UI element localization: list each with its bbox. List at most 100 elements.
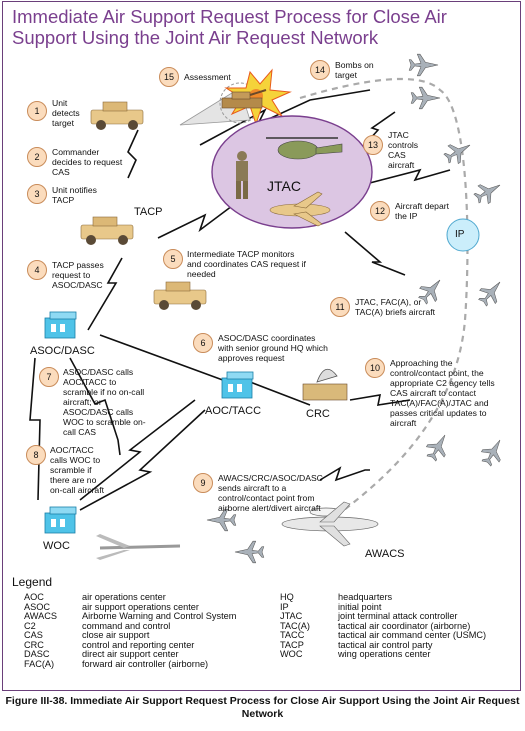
building-icon xyxy=(221,371,254,399)
helicopter-icon xyxy=(266,137,343,160)
step-number: 2 xyxy=(27,147,47,167)
legend-abbr: IP xyxy=(280,601,289,612)
step-text: TACP passes request to ASOC/DASC xyxy=(52,260,104,290)
humvee-icon xyxy=(90,101,144,131)
legend-abbr: AOC xyxy=(24,592,44,602)
legend-meaning: tactical air coordinator (airborne) xyxy=(338,620,471,631)
step-number: 14 xyxy=(310,60,330,80)
jtac-ellipse xyxy=(211,115,373,229)
step-text: ASOC/DASC coordinates with senior ground… xyxy=(218,333,328,363)
step-text: AOC/TACC calls WOC to scramble if there … xyxy=(50,445,104,495)
step-text: Unit notifies TACP xyxy=(52,185,97,205)
legend-abbr: JTAC xyxy=(280,611,303,621)
legend-entry: ASOC air support operations center xyxy=(24,601,274,613)
legend-meaning: air support operations center xyxy=(82,601,199,612)
legend-abbr: CAS xyxy=(24,630,43,640)
legend-entry: TAC(A) tactical air coordinator (airborne… xyxy=(280,620,520,632)
figure-frame xyxy=(2,1,521,691)
legend-meaning: headquarters xyxy=(338,592,393,602)
step-number: 3 xyxy=(27,184,47,204)
legend-right-column: HQ headquarters IP initial point JTAC joint… xyxy=(280,592,520,660)
step-text: JTAC controls CAS aircraft xyxy=(388,130,419,170)
awacs-icon xyxy=(281,501,379,547)
step-number: 7 xyxy=(39,367,59,387)
legend-meaning: direct air support center xyxy=(82,649,179,659)
legend-abbr: TACP xyxy=(280,639,304,650)
node-label-asoc-dasc: ASOC/DASC xyxy=(30,345,95,357)
uav-icon xyxy=(96,534,181,560)
step-text: Commander decides to request CAS xyxy=(52,147,123,177)
node-label-aoc-tacc: AOC/TACC xyxy=(205,405,262,417)
legend-entry: CAS close air support xyxy=(24,630,274,641)
node-label-jtac: JTAC xyxy=(267,178,301,194)
step-text: Unit detects target xyxy=(52,98,80,128)
figure-title: Immediate Air Support Request Process fo… xyxy=(12,6,447,48)
step-text: Approaching the control/contact point, t… xyxy=(390,358,495,428)
step-number: 4 xyxy=(27,260,47,280)
step-number: 15 xyxy=(159,67,179,87)
figure-caption: Figure III-38. Immediate Air Support Req… xyxy=(5,695,520,720)
legend-abbr: AWACS xyxy=(24,611,58,621)
legend-meaning: initial point xyxy=(338,601,382,612)
step-text: JTAC, FAC(A), or TAC(A) briefs aircraft xyxy=(355,297,436,317)
ip-marker xyxy=(446,218,480,252)
step-number: 10 xyxy=(365,358,385,378)
step-text: Aircraft depart the IP xyxy=(395,201,449,221)
legend-meaning: forward air controller (airborne) xyxy=(82,658,209,669)
node-label-tacp: TACP xyxy=(134,206,163,218)
step-number: 9 xyxy=(193,473,213,493)
step-number: 1 xyxy=(27,101,47,121)
step-number: 12 xyxy=(370,201,390,221)
legend-meaning: tactical air command center (USMC) xyxy=(338,630,487,640)
node-label-woc: WOC xyxy=(43,540,70,552)
legend-abbr: DASC xyxy=(24,649,50,659)
legend-abbr: C2 xyxy=(24,620,36,631)
legend-abbr: TACC xyxy=(280,630,305,640)
step-number: 6 xyxy=(193,333,213,353)
legend-entry: TACC tactical air command center (USMC) xyxy=(280,630,520,641)
legend-entry: C2 command and control xyxy=(24,620,274,632)
legend-entry: CRC control and reporting center xyxy=(24,639,274,651)
legend-entry: AWACS Airborne Warning and Control System xyxy=(24,611,274,622)
attack-aircraft-icon xyxy=(269,191,331,227)
legend-meaning: wing operations center xyxy=(338,649,431,659)
humvee-icon xyxy=(153,281,207,311)
legend-abbr: FAC(A) xyxy=(24,658,55,669)
legend-entry: HQ headquarters xyxy=(280,592,520,603)
legend-entry: AOC air operations center xyxy=(24,592,274,603)
step-text: Bombs on target xyxy=(335,60,374,80)
legend-meaning: Airborne Warning and Control System xyxy=(82,611,237,621)
legend-entry: IP initial point xyxy=(280,601,520,613)
legend-entry: WOC wing operations center xyxy=(280,649,520,660)
legend-meaning: control and reporting center xyxy=(82,639,195,650)
legend-entry: TACP tactical air control party xyxy=(280,639,520,651)
legend-meaning: command and control xyxy=(82,620,171,631)
building-icon xyxy=(44,311,77,339)
step-number: 13 xyxy=(363,135,383,155)
legend-entry: DASC direct air support center xyxy=(24,649,274,660)
legend-meaning: air operations center xyxy=(82,592,166,602)
legend-abbr: CRC xyxy=(24,639,44,650)
step-number: 11 xyxy=(330,297,350,317)
node-label-crc: CRC xyxy=(306,408,330,420)
step-number: 8 xyxy=(26,445,46,465)
soldier-icon xyxy=(236,151,248,199)
building-icon xyxy=(44,506,77,534)
legend-left-column: AOC air operations center ASOC air support… xyxy=(24,592,274,669)
legend-meaning: joint terminal attack controller xyxy=(338,611,458,621)
step-text: Intermediate TACP monitors and coordinat… xyxy=(187,249,306,279)
legend-abbr: HQ xyxy=(280,592,294,602)
legend-abbr: WOC xyxy=(280,649,303,659)
humvee-icon xyxy=(80,216,134,246)
legend-abbr: ASOC xyxy=(24,601,51,612)
legend-meaning: close air support xyxy=(82,630,150,640)
radar-icon xyxy=(302,368,348,401)
legend-abbr: TAC(A) xyxy=(280,620,310,631)
step-text: Assessment xyxy=(184,72,231,82)
legend-meaning: tactical air control party xyxy=(338,639,433,650)
tank-icon xyxy=(221,89,267,109)
legend-title: Legend xyxy=(12,575,53,589)
step-text: AWACS/CRC/ASOC/DASC sends aircraft to a … xyxy=(218,473,323,513)
